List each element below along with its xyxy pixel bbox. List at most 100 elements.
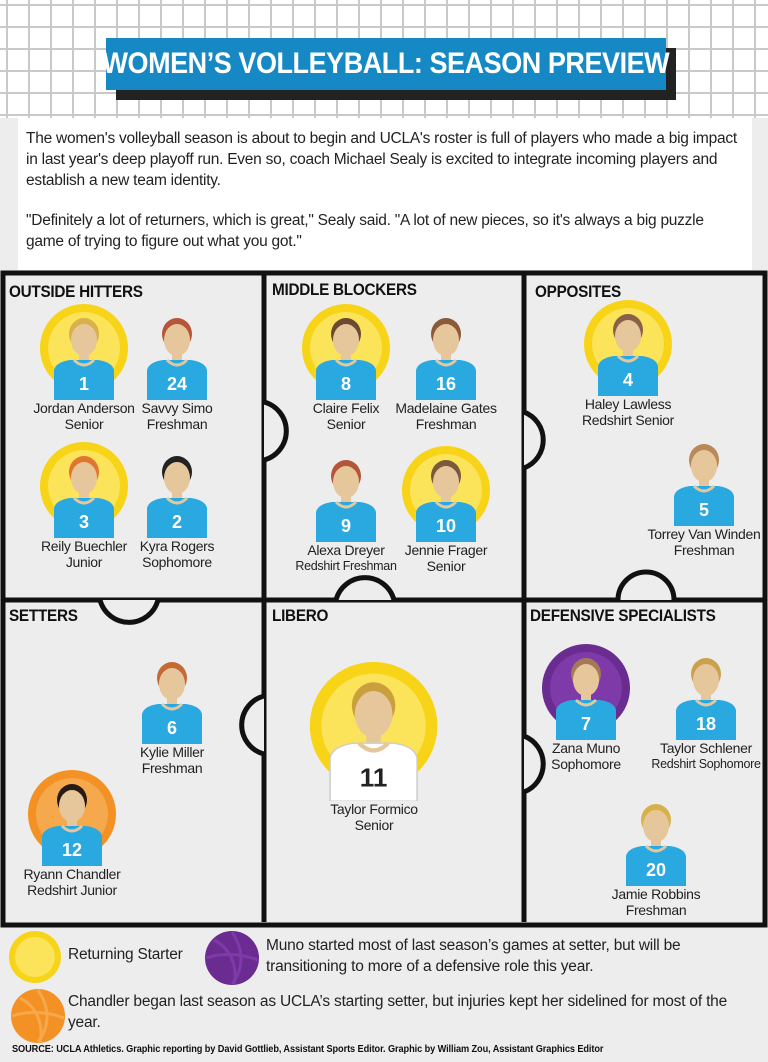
player-name: Kyra Rogers [139,538,215,554]
jersey-number: 7 [581,714,591,734]
player-avatar: 10 [402,446,490,542]
player-year: Freshman [415,416,477,432]
section-label-libero: LIBERO [272,606,329,625]
player-year: Junior [65,554,103,570]
player-card: 5 Torrey Van Winden Freshman [624,430,768,558]
player-avatar: 16 [416,318,476,400]
player-year: Sophomore [551,756,621,772]
intro-paragraph-2: "Definitely a lot of returners, which is… [26,212,704,250]
jersey-number: 24 [167,374,187,394]
player-name: Jamie Robbins [611,886,701,902]
player-avatar: 20 [626,804,686,886]
player-card: 12 Ryann Chandler Redshirt Junior [0,770,152,898]
jersey-number: 18 [696,714,716,734]
jersey-number: 4 [623,370,633,390]
player-card: 11 Taylor Formico Senior [294,662,454,833]
jersey-number: 8 [341,374,351,394]
jersey-number: 10 [436,516,456,536]
player-avatar: 4 [584,300,672,396]
player-avatar: 12 [28,770,116,866]
player-avatar: 11 [310,662,438,802]
player-card: 1 Jordan Anderson Senior [4,304,164,432]
jersey-number: 3 [79,512,89,532]
player-year: Senior [64,416,104,432]
player-name: Jennie Frager [404,542,488,558]
player-card: 7 Zana Muno Sophomore [506,644,666,772]
player-card: 18 Taylor Schlener Redshirt Sophomore [626,644,768,772]
player-avatar: 5 [674,444,734,526]
jersey-number: 2 [172,512,182,532]
player-avatar: 8 [302,304,390,400]
player-year: Freshman [625,902,687,918]
player-name: Madelaine Gates [395,400,497,416]
player-year: Redshirt Senior [582,412,674,428]
puzzle-outline [0,270,768,928]
player-year: Freshman [141,760,203,776]
player-name: Alexa Dreyer [307,542,385,558]
player-year: Senior [426,558,466,574]
player-card: 8 Claire Felix Senior [266,304,426,432]
player-name: Reily Buechler [40,538,128,554]
player-avatar: 24 [147,318,207,400]
jersey-number: 11 [360,763,388,793]
player-card: 3 Reily Buechler Junior [4,442,164,570]
player-name: Savvy Simo [141,400,213,416]
player-avatar: 2 [147,456,207,538]
player-card: 20 Jamie Robbins Freshman [576,790,736,918]
player-avatar: 6 [142,662,202,744]
player-year: Senior [326,416,366,432]
player-year: Senior [354,817,394,834]
jersey-number: 6 [167,718,177,738]
player-year: Redshirt Freshman [295,559,397,573]
player-name: Ryann Chandler [23,866,121,882]
roster-puzzle: OUTSIDE HITTERS MIDDLE BLOCKERS OPPOSITE… [0,270,768,930]
player-card: 24 Savvy Simo Freshman [97,304,257,432]
player-name: Zana Muno [551,740,621,756]
player-card: 16 Madelaine Gates Freshman [366,304,526,432]
legend-muno-note: Muno started most of last season’s games… [266,937,681,975]
player-card: 10 Jennie Frager Senior [366,446,526,574]
jersey-number: 20 [646,860,666,880]
player-card: 6 Kylie Miller Freshman [92,648,252,776]
returning-starter-ball-icon [9,931,61,983]
player-name: Taylor Formico [330,801,418,818]
jersey-number: 16 [436,374,456,394]
source-credit: SOURCE: UCLA Athletics. Graphic reportin… [12,1044,604,1055]
player-avatar: 18 [676,658,736,740]
player-name: Taylor Schlener [660,740,752,756]
player-year: Sophomore [142,554,212,570]
title-banner: WOMEN’S VOLLEYBALL: SEASON PREVIEW [103,38,670,90]
player-year: Freshman [146,416,208,432]
player-card: 9 Alexa Dreyer Redshirt Freshman [266,446,426,574]
section-label-defensive-specialists: DEFENSIVE SPECIALISTS [530,606,716,625]
legend-returning-starter: Returning Starter [68,946,183,963]
jersey-number: 5 [699,500,709,520]
player-card: 4 Haley Lawless Redshirt Senior [548,300,708,428]
jersey-number: 9 [341,516,351,536]
section-label-opposites: OPPOSITES [535,282,622,301]
player-year: Redshirt Sophomore [651,757,761,771]
jersey-number: 12 [62,840,82,860]
intro-paragraph-1: The women's volleyball season is about t… [26,130,737,189]
player-card: 2 Kyra Rogers Sophomore [97,442,257,570]
section-label-outside-hitters: OUTSIDE HITTERS [9,282,143,301]
player-name: Haley Lawless [584,396,672,412]
orange-volleyball-icon [11,989,65,1043]
player-avatar: 1 [40,304,128,400]
player-avatar: 9 [316,460,376,542]
jersey-number: 1 [79,374,89,394]
section-label-setters: SETTERS [9,606,78,625]
player-name: Kylie Miller [139,744,205,760]
player-avatar: 3 [40,442,128,538]
player-year: Redshirt Junior [27,882,117,898]
player-avatar: 7 [542,644,630,740]
intro-text-box: The women's volleyball season is about t… [18,118,752,270]
player-year: Freshman [673,542,735,558]
legend: Returning Starter Muno started most of l… [0,930,768,1043]
player-name: Torrey Van Winden [647,526,761,542]
player-name: Jordan Anderson [33,400,135,416]
legend-chandler-note: Chandler began last season as UCLA’s sta… [68,993,728,1031]
player-name: Claire Felix [312,400,380,416]
page-title: WOMEN’S VOLLEYBALL: SEASON PREVIEW [102,47,670,80]
section-label-middle-blockers: MIDDLE BLOCKERS [272,280,417,299]
